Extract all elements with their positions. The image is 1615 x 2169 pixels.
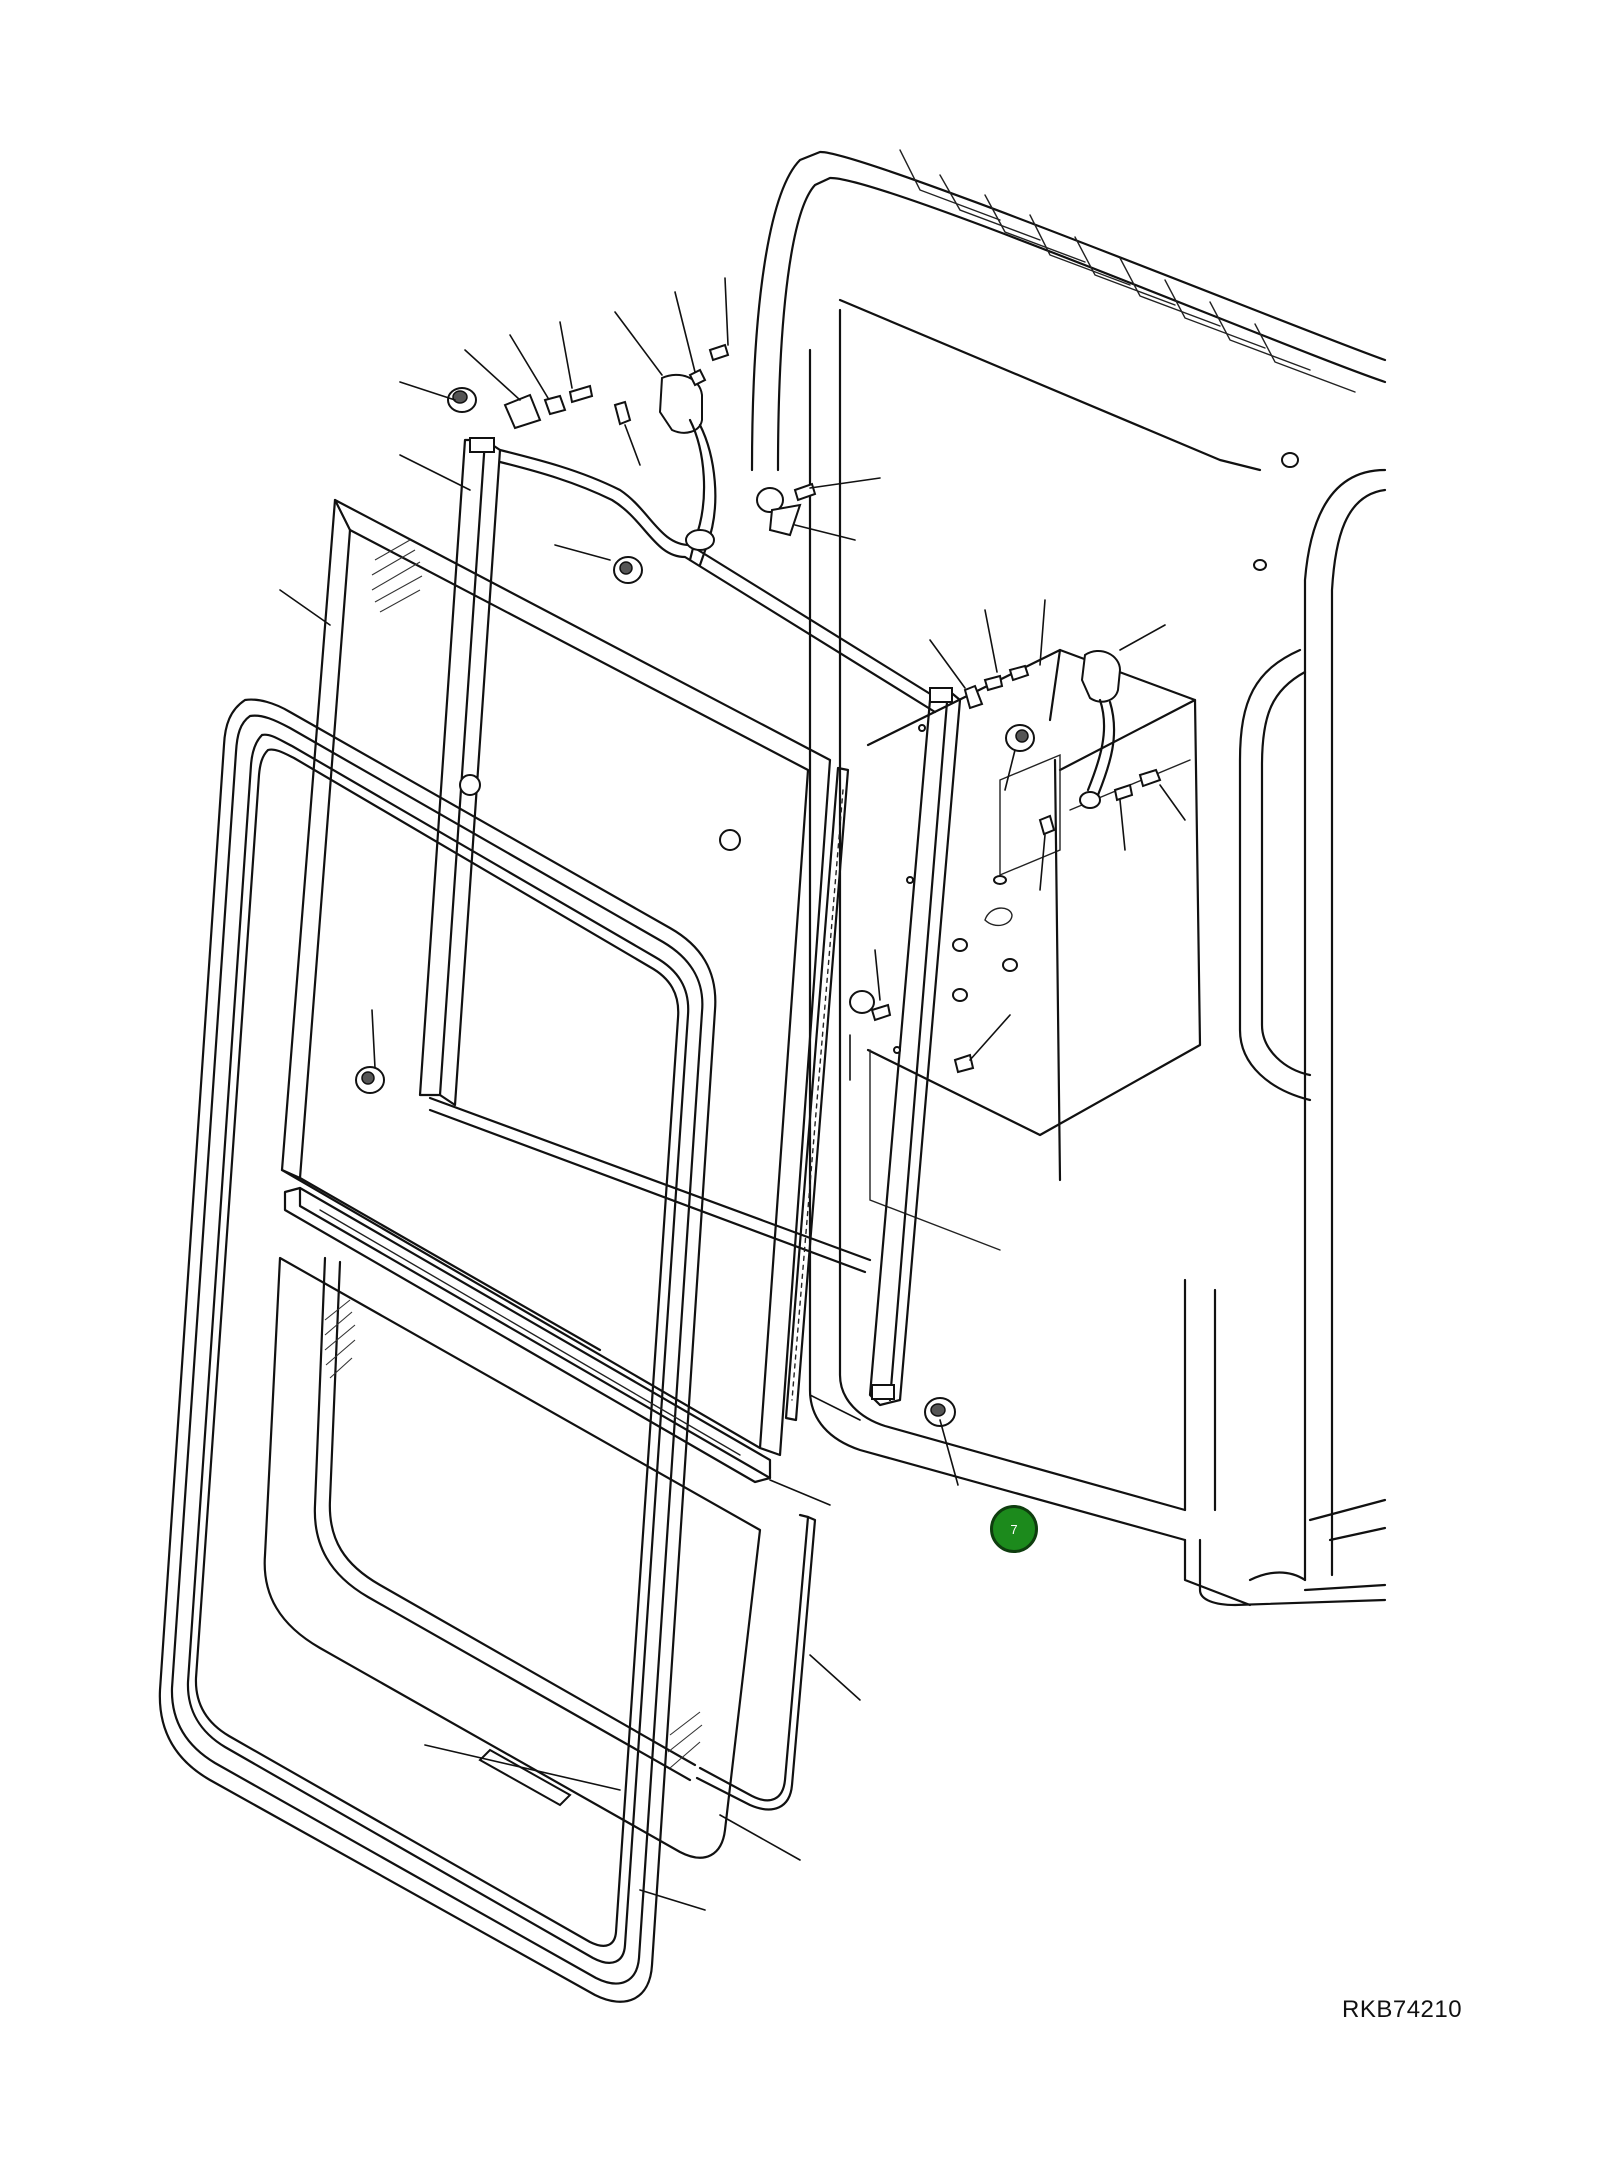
lower-seal-channel (695, 1513, 817, 1811)
lower-glass-panel (263, 1256, 762, 1859)
cab-frame (750, 149, 1387, 1607)
callout-label: 7 (1010, 1521, 1018, 1537)
rods (428, 448, 942, 1274)
hardware (355, 343, 1162, 1427)
door-frame-seal (158, 698, 717, 2003)
decal-strip (478, 1748, 572, 1807)
seal-strip (784, 766, 850, 1422)
reference-code: RKB74210 (1342, 1996, 1463, 2023)
leader-lines (279, 277, 1186, 1911)
divider-bar (283, 1186, 772, 1484)
rear-glass-panel (280, 498, 832, 1457)
rear-rail (418, 437, 502, 1107)
front-rail (868, 687, 962, 1407)
callout-7-marker[interactable]: 7 (990, 1505, 1038, 1553)
